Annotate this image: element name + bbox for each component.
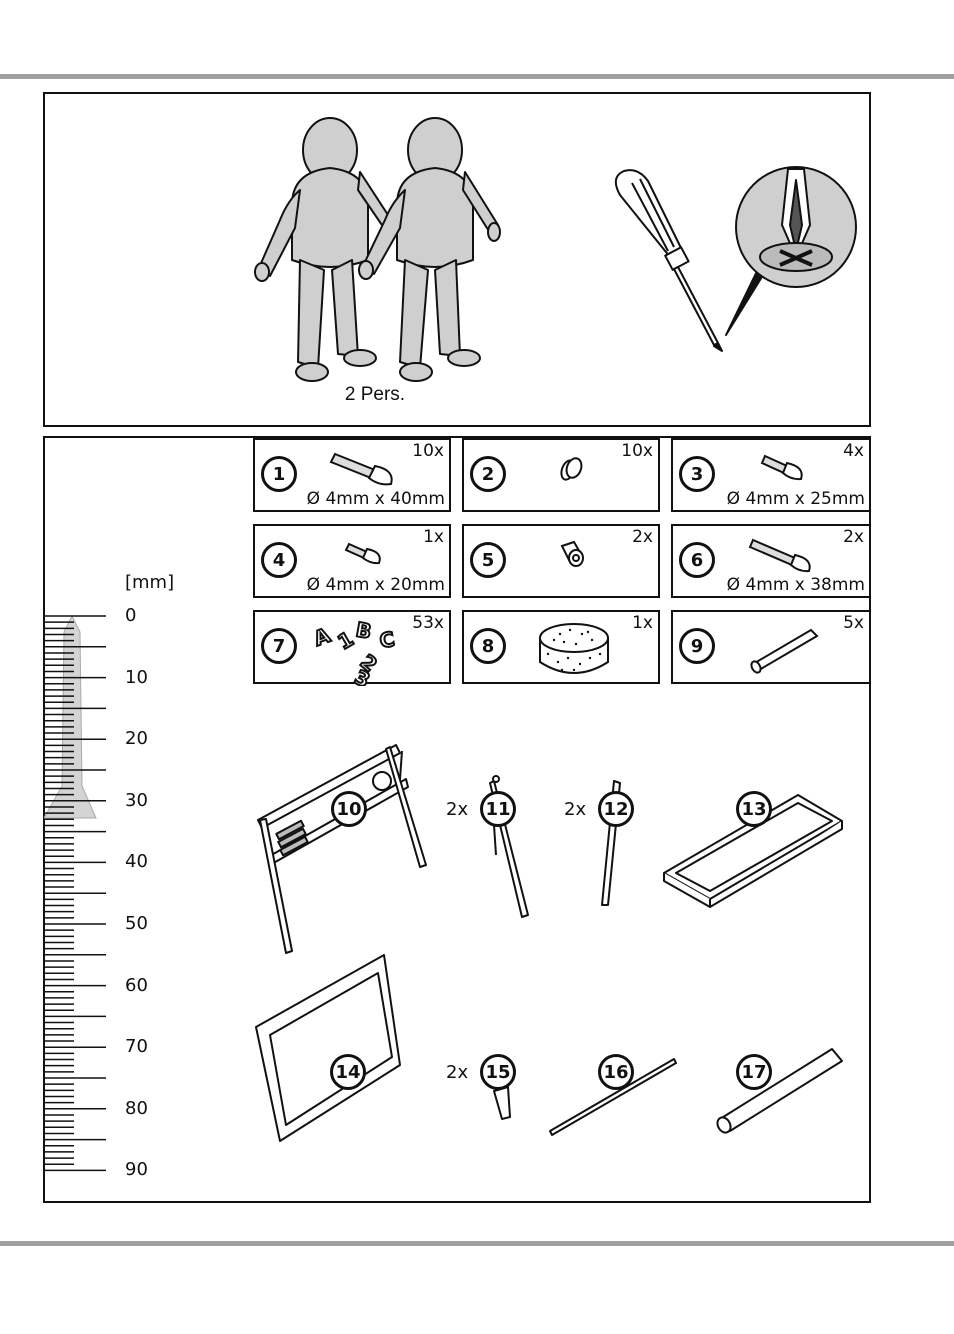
svg-text:A: A xyxy=(311,623,334,651)
cap-icon xyxy=(560,457,583,481)
ruler-label: 90 xyxy=(125,1159,148,1181)
part-number-badge: 2 xyxy=(470,456,506,492)
ruler-label: 50 xyxy=(125,913,148,934)
part-number-badge: 9 xyxy=(679,628,715,664)
part-14-badge: 14 xyxy=(330,1054,366,1090)
sponge-icon xyxy=(539,623,609,674)
part-dimension: Ø 4mm x 38mm xyxy=(726,575,865,595)
part-15-badge: 15 xyxy=(480,1054,516,1090)
measurement-ruler xyxy=(44,614,106,1172)
part-7-cell: A 1 B 2 C 3 7 53x xyxy=(253,610,451,686)
part-quantity: 5x xyxy=(843,613,864,633)
part-6-cell: 6 2x Ø 4mm x 38mm xyxy=(671,524,871,598)
ruler-unit-label: [mm] xyxy=(125,572,175,593)
part-number-badge: 4 xyxy=(261,542,297,578)
part-quantity: 2x xyxy=(632,527,653,547)
svg-text:C: C xyxy=(378,627,397,653)
part-17-badge: 17 xyxy=(736,1054,772,1090)
letters-numbers-icon: A 1 B 2 C 3 xyxy=(310,616,398,686)
part-quantity: 4x xyxy=(843,441,864,461)
part-quantity: 1x xyxy=(423,527,444,547)
part-number-badge: 6 xyxy=(679,542,715,578)
part-8-cell: 8 1x xyxy=(462,610,660,684)
part-dimension: Ø 4mm x 25mm xyxy=(726,489,865,509)
part-10-badge: 10 xyxy=(331,791,367,827)
top-rule xyxy=(0,74,954,79)
dowel-icon xyxy=(750,628,819,674)
part-number-badge: 1 xyxy=(261,456,297,492)
two-persons-icon xyxy=(254,117,501,382)
part-number-badge: 5 xyxy=(470,542,506,578)
large-parts-drawing xyxy=(255,744,843,1142)
part-2-cell: 2 10x xyxy=(462,438,660,512)
screw-icon xyxy=(344,542,381,565)
ruler-label: 60 xyxy=(125,974,148,996)
part-1-cell: 1 10x Ø 4mm x 40mm xyxy=(253,438,451,512)
bottom-rule xyxy=(0,1241,954,1246)
part-4-cell: 4 1x Ø 4mm x 20mm xyxy=(253,524,451,598)
spacer-icon xyxy=(560,540,584,567)
ruler-label: 20 xyxy=(125,728,148,750)
tools-panel xyxy=(43,92,871,427)
ruler-label: 40 xyxy=(125,851,148,873)
part-13-badge: 13 xyxy=(736,791,772,827)
part-9-cell: 9 5x xyxy=(671,610,871,684)
part-3-cell: 3 4x Ø 4mm x 25mm xyxy=(671,438,871,512)
part-number-badge: 7 xyxy=(261,628,297,664)
part-16-badge: 16 xyxy=(598,1054,634,1090)
ruler-label: 10 xyxy=(125,666,148,688)
part-number-badge: 8 xyxy=(470,628,506,664)
part-quantity: 1x xyxy=(632,613,653,633)
part-quantity: 2x xyxy=(843,527,864,547)
ruler-label: 70 xyxy=(125,1036,148,1058)
part-quantity: 53x xyxy=(412,613,444,633)
part-dimension: Ø 4mm x 20mm xyxy=(306,575,445,595)
part-dimension: Ø 4mm x 40mm xyxy=(306,489,445,509)
part-11-multiplier: 2x xyxy=(446,799,469,820)
part-quantity: 10x xyxy=(412,441,444,461)
part-12-multiplier: 2x xyxy=(564,799,587,820)
persons-label: 2 Pers. xyxy=(344,384,406,405)
screw-icon xyxy=(760,454,803,481)
svg-text:B: B xyxy=(354,617,373,643)
part-number-badge: 3 xyxy=(679,456,715,492)
ruler-label: 0 xyxy=(125,605,137,626)
part-5-cell: 5 2x xyxy=(462,524,660,598)
part-12-badge: 12 xyxy=(598,791,634,827)
ruler-label: 30 xyxy=(125,789,148,811)
part-quantity: 10x xyxy=(621,441,653,461)
part-15-multiplier: 2x xyxy=(446,1062,469,1083)
phillips-screwdriver-icon xyxy=(614,166,857,352)
ruler-label: 80 xyxy=(125,1097,148,1119)
screw-icon xyxy=(329,452,393,486)
screw-icon xyxy=(748,538,811,573)
part-11-badge: 11 xyxy=(480,791,516,827)
